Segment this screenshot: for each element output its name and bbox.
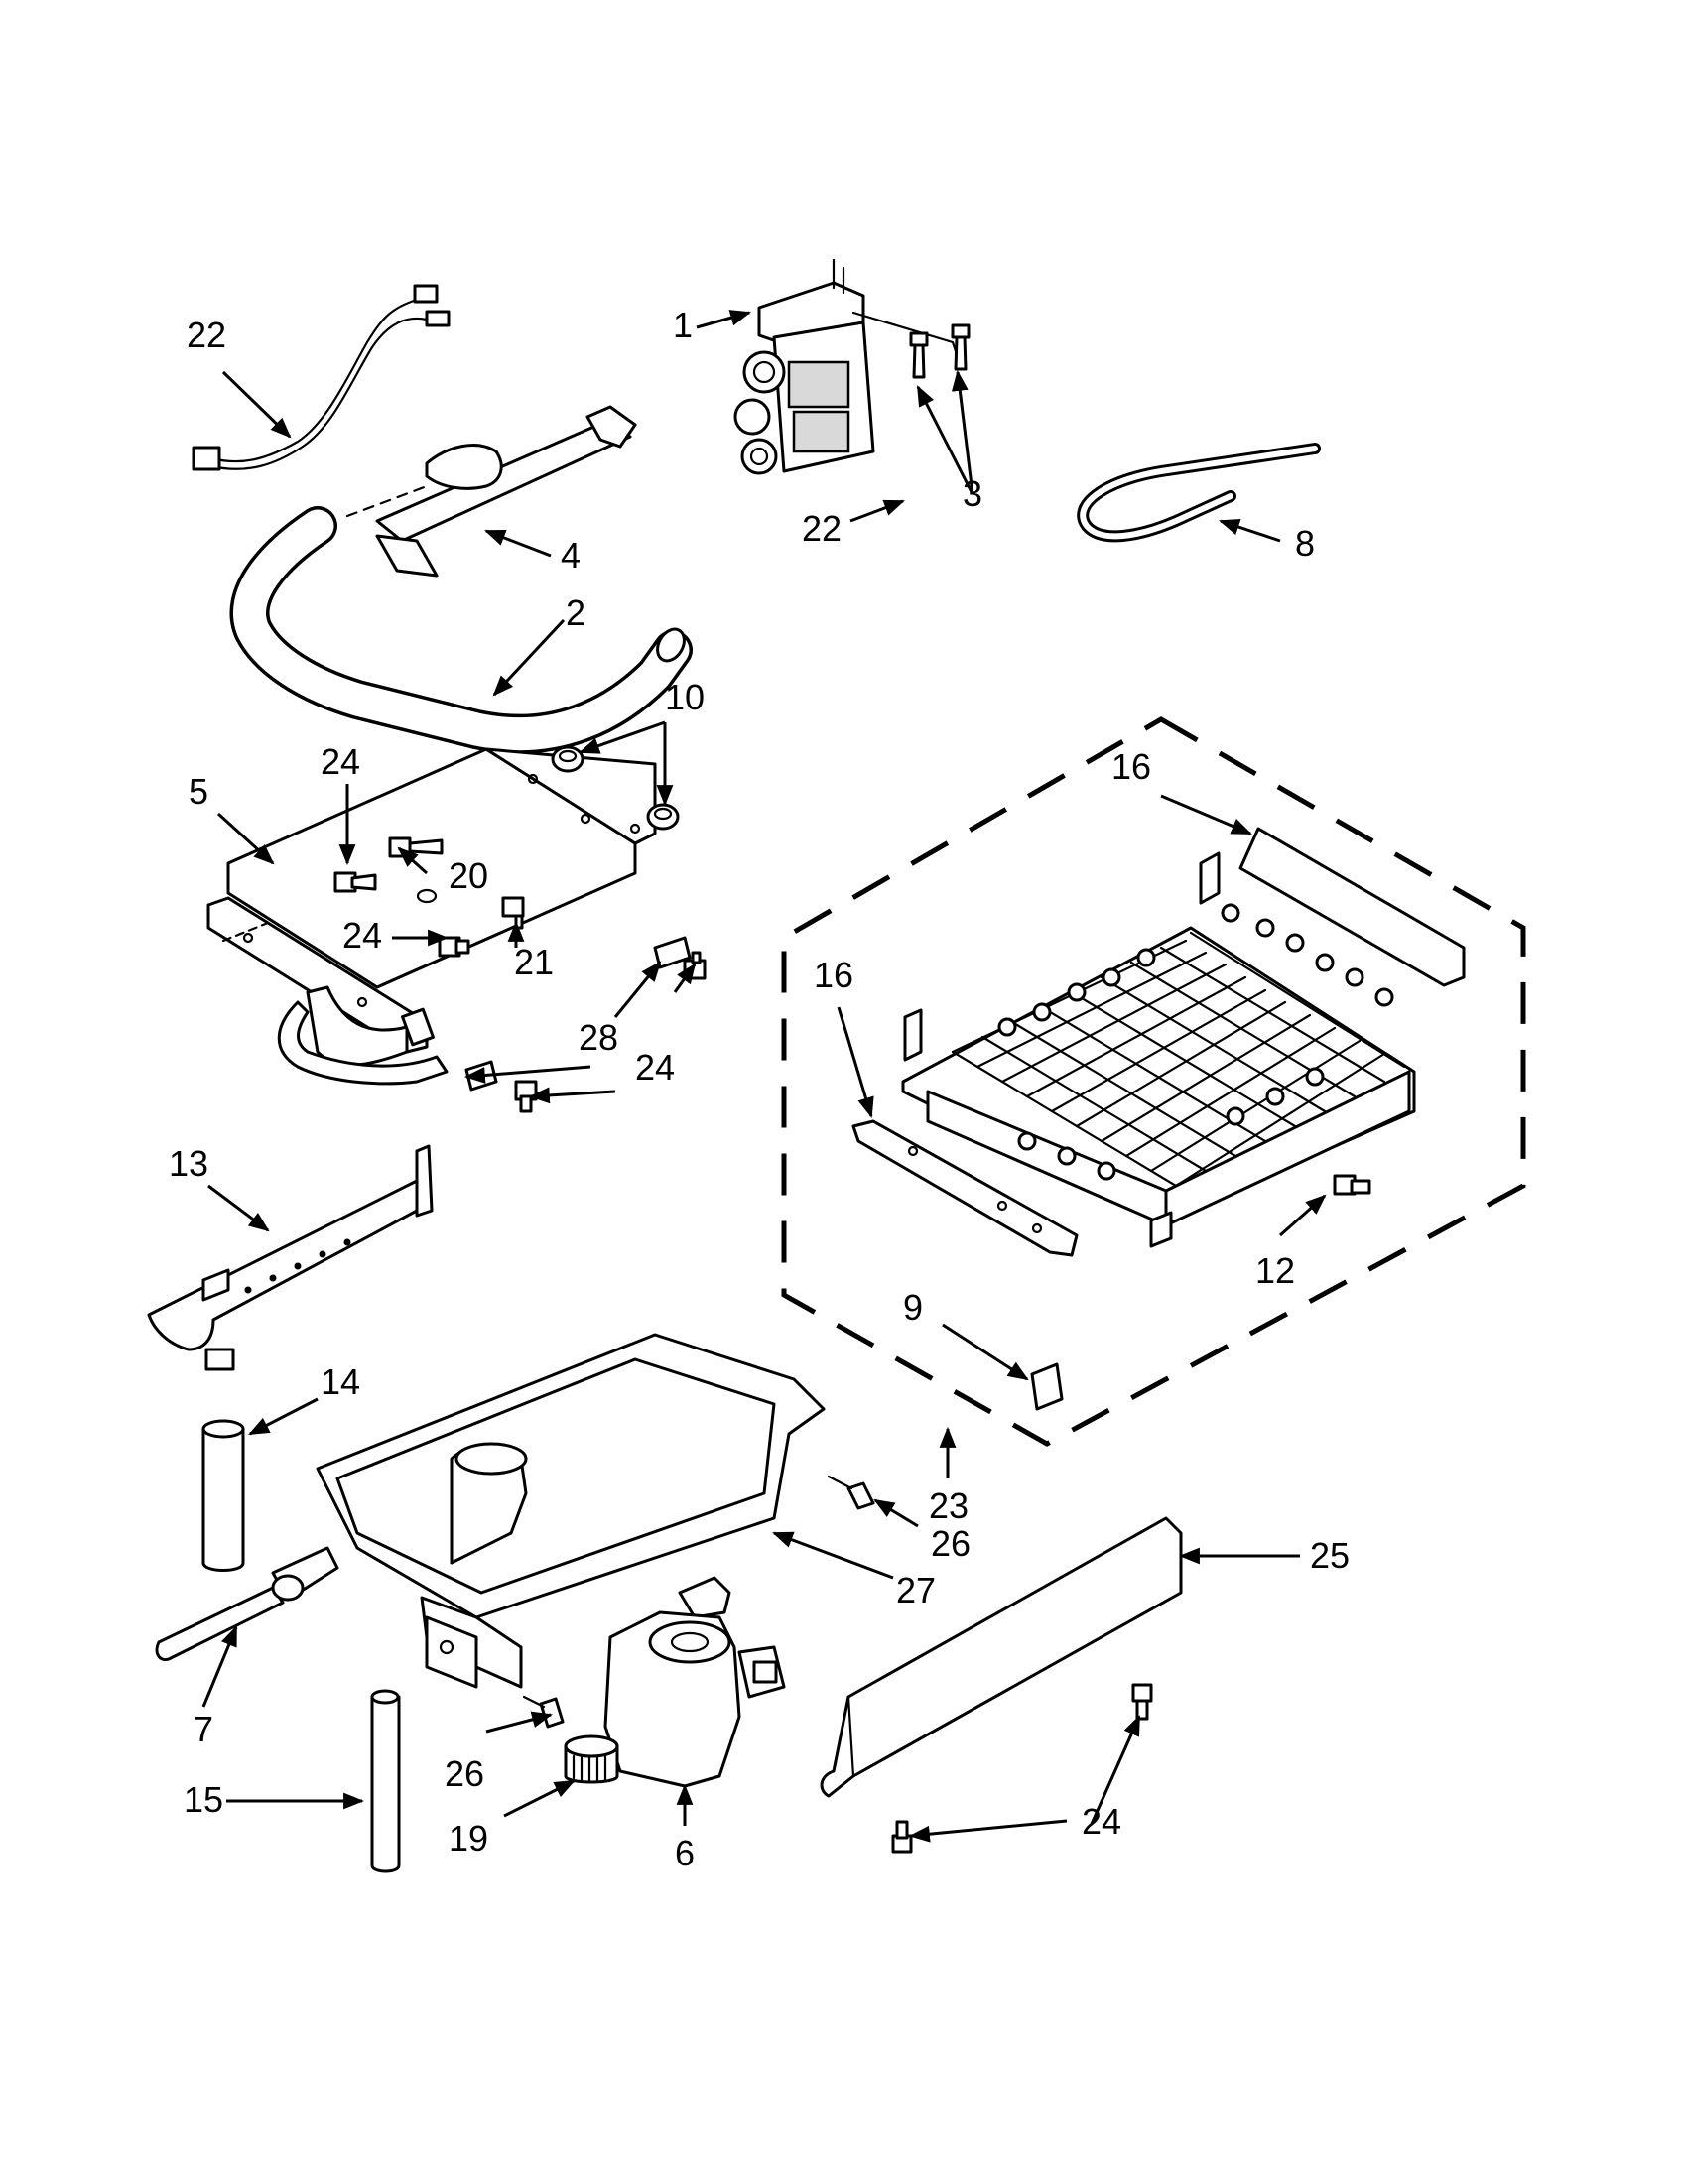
part-1-water-valve[interactable]: [733, 258, 960, 559]
ice-tray-grid: [901, 851, 1416, 1248]
callout-16-upper: 16: [1111, 746, 1151, 787]
part-5-bracket[interactable]: [206, 747, 657, 1086]
callout-21: 22: [187, 315, 226, 355]
connector-icon: [413, 284, 439, 304]
callout-1: 1: [673, 305, 693, 345]
part-2-water-tube[interactable]: [229, 506, 693, 754]
part-23-ice-tray-assembly[interactable]: [781, 716, 1526, 1447]
part-13-fill-cup[interactable]: [147, 1144, 434, 1371]
part-16-lower-strip[interactable]: [851, 1119, 1079, 1257]
screw-icon: [438, 936, 470, 958]
part-16-insulator-strip[interactable]: [1238, 827, 1466, 987]
callout-26-left: 26: [445, 1753, 484, 1794]
callout-10: 10: [665, 677, 705, 717]
part-24-screws-lower[interactable]: [891, 1683, 1153, 1854]
part-19-cap[interactable]: [564, 1734, 619, 1784]
screw-icon: [333, 871, 377, 893]
callout-4: 4: [561, 535, 581, 576]
callout-24-bottom: 24: [1082, 1801, 1121, 1842]
screw-icon: [909, 331, 929, 379]
callout-8: 8: [1295, 523, 1315, 564]
part-4-fill-tube-assembly[interactable]: [345, 405, 637, 578]
callout-23: 23: [929, 1485, 969, 1526]
connector-icon: [425, 310, 451, 327]
callout-2: 2: [566, 592, 585, 633]
callout-labels: 22 1 3 22 4 8 2 10 5 24 20 24 21 28 24 1…: [169, 305, 1350, 1873]
part-9-clip[interactable]: [1030, 1362, 1064, 1411]
part-7-fitting[interactable]: [155, 1546, 339, 1662]
callout-15: 15: [184, 1779, 223, 1820]
part-12-screw[interactable]: [1333, 1174, 1371, 1196]
screw-icon: [891, 1820, 913, 1854]
callout-14: 14: [321, 1361, 360, 1402]
clip-icon: [827, 1475, 875, 1510]
part-25-cover[interactable]: [820, 1516, 1183, 1798]
callout-22-upper: 20: [449, 855, 488, 896]
screw-icon: [1131, 1683, 1153, 1721]
part-8-u-tube[interactable]: [1077, 443, 1321, 543]
plug-icon: [192, 446, 221, 471]
callout-26-right: 26: [931, 1523, 971, 1564]
callout-27: 27: [896, 1570, 936, 1610]
callout-24-mid: 24: [342, 915, 382, 956]
callout-6: 6: [675, 1833, 695, 1873]
part-21-wire-harness[interactable]: [192, 284, 451, 471]
clip-icon: [522, 1695, 565, 1729]
callout-5: 5: [189, 771, 208, 812]
callout-16-lower: 16: [814, 955, 853, 995]
part-6-pump[interactable]: [603, 1610, 786, 1788]
part-3-screws[interactable]: [909, 323, 971, 379]
callout-28: 28: [579, 1017, 618, 1058]
callout-9: 9: [903, 1287, 923, 1328]
callout-12: 12: [1255, 1250, 1295, 1291]
screw-icon: [951, 323, 971, 371]
part-15-rod[interactable]: [370, 1689, 401, 1873]
callout-13: 13: [169, 1143, 208, 1184]
part-14-tube[interactable]: [201, 1419, 245, 1572]
callout-24-right: 24: [635, 1047, 675, 1088]
callout-19: 19: [449, 1818, 488, 1859]
callout-22-lower: 21: [514, 942, 554, 982]
callout-7: 7: [194, 1709, 213, 1749]
grommet-icon: [646, 803, 680, 831]
grommet-icon: [551, 745, 584, 773]
callout-25: 25: [1310, 1535, 1350, 1576]
callout-24-top: 24: [321, 741, 360, 782]
part-27-reservoir[interactable]: [316, 1333, 826, 1689]
callout-3: 3: [963, 473, 982, 514]
callout-20: 22: [802, 508, 842, 549]
leader-lines: [201, 310, 1327, 1843]
